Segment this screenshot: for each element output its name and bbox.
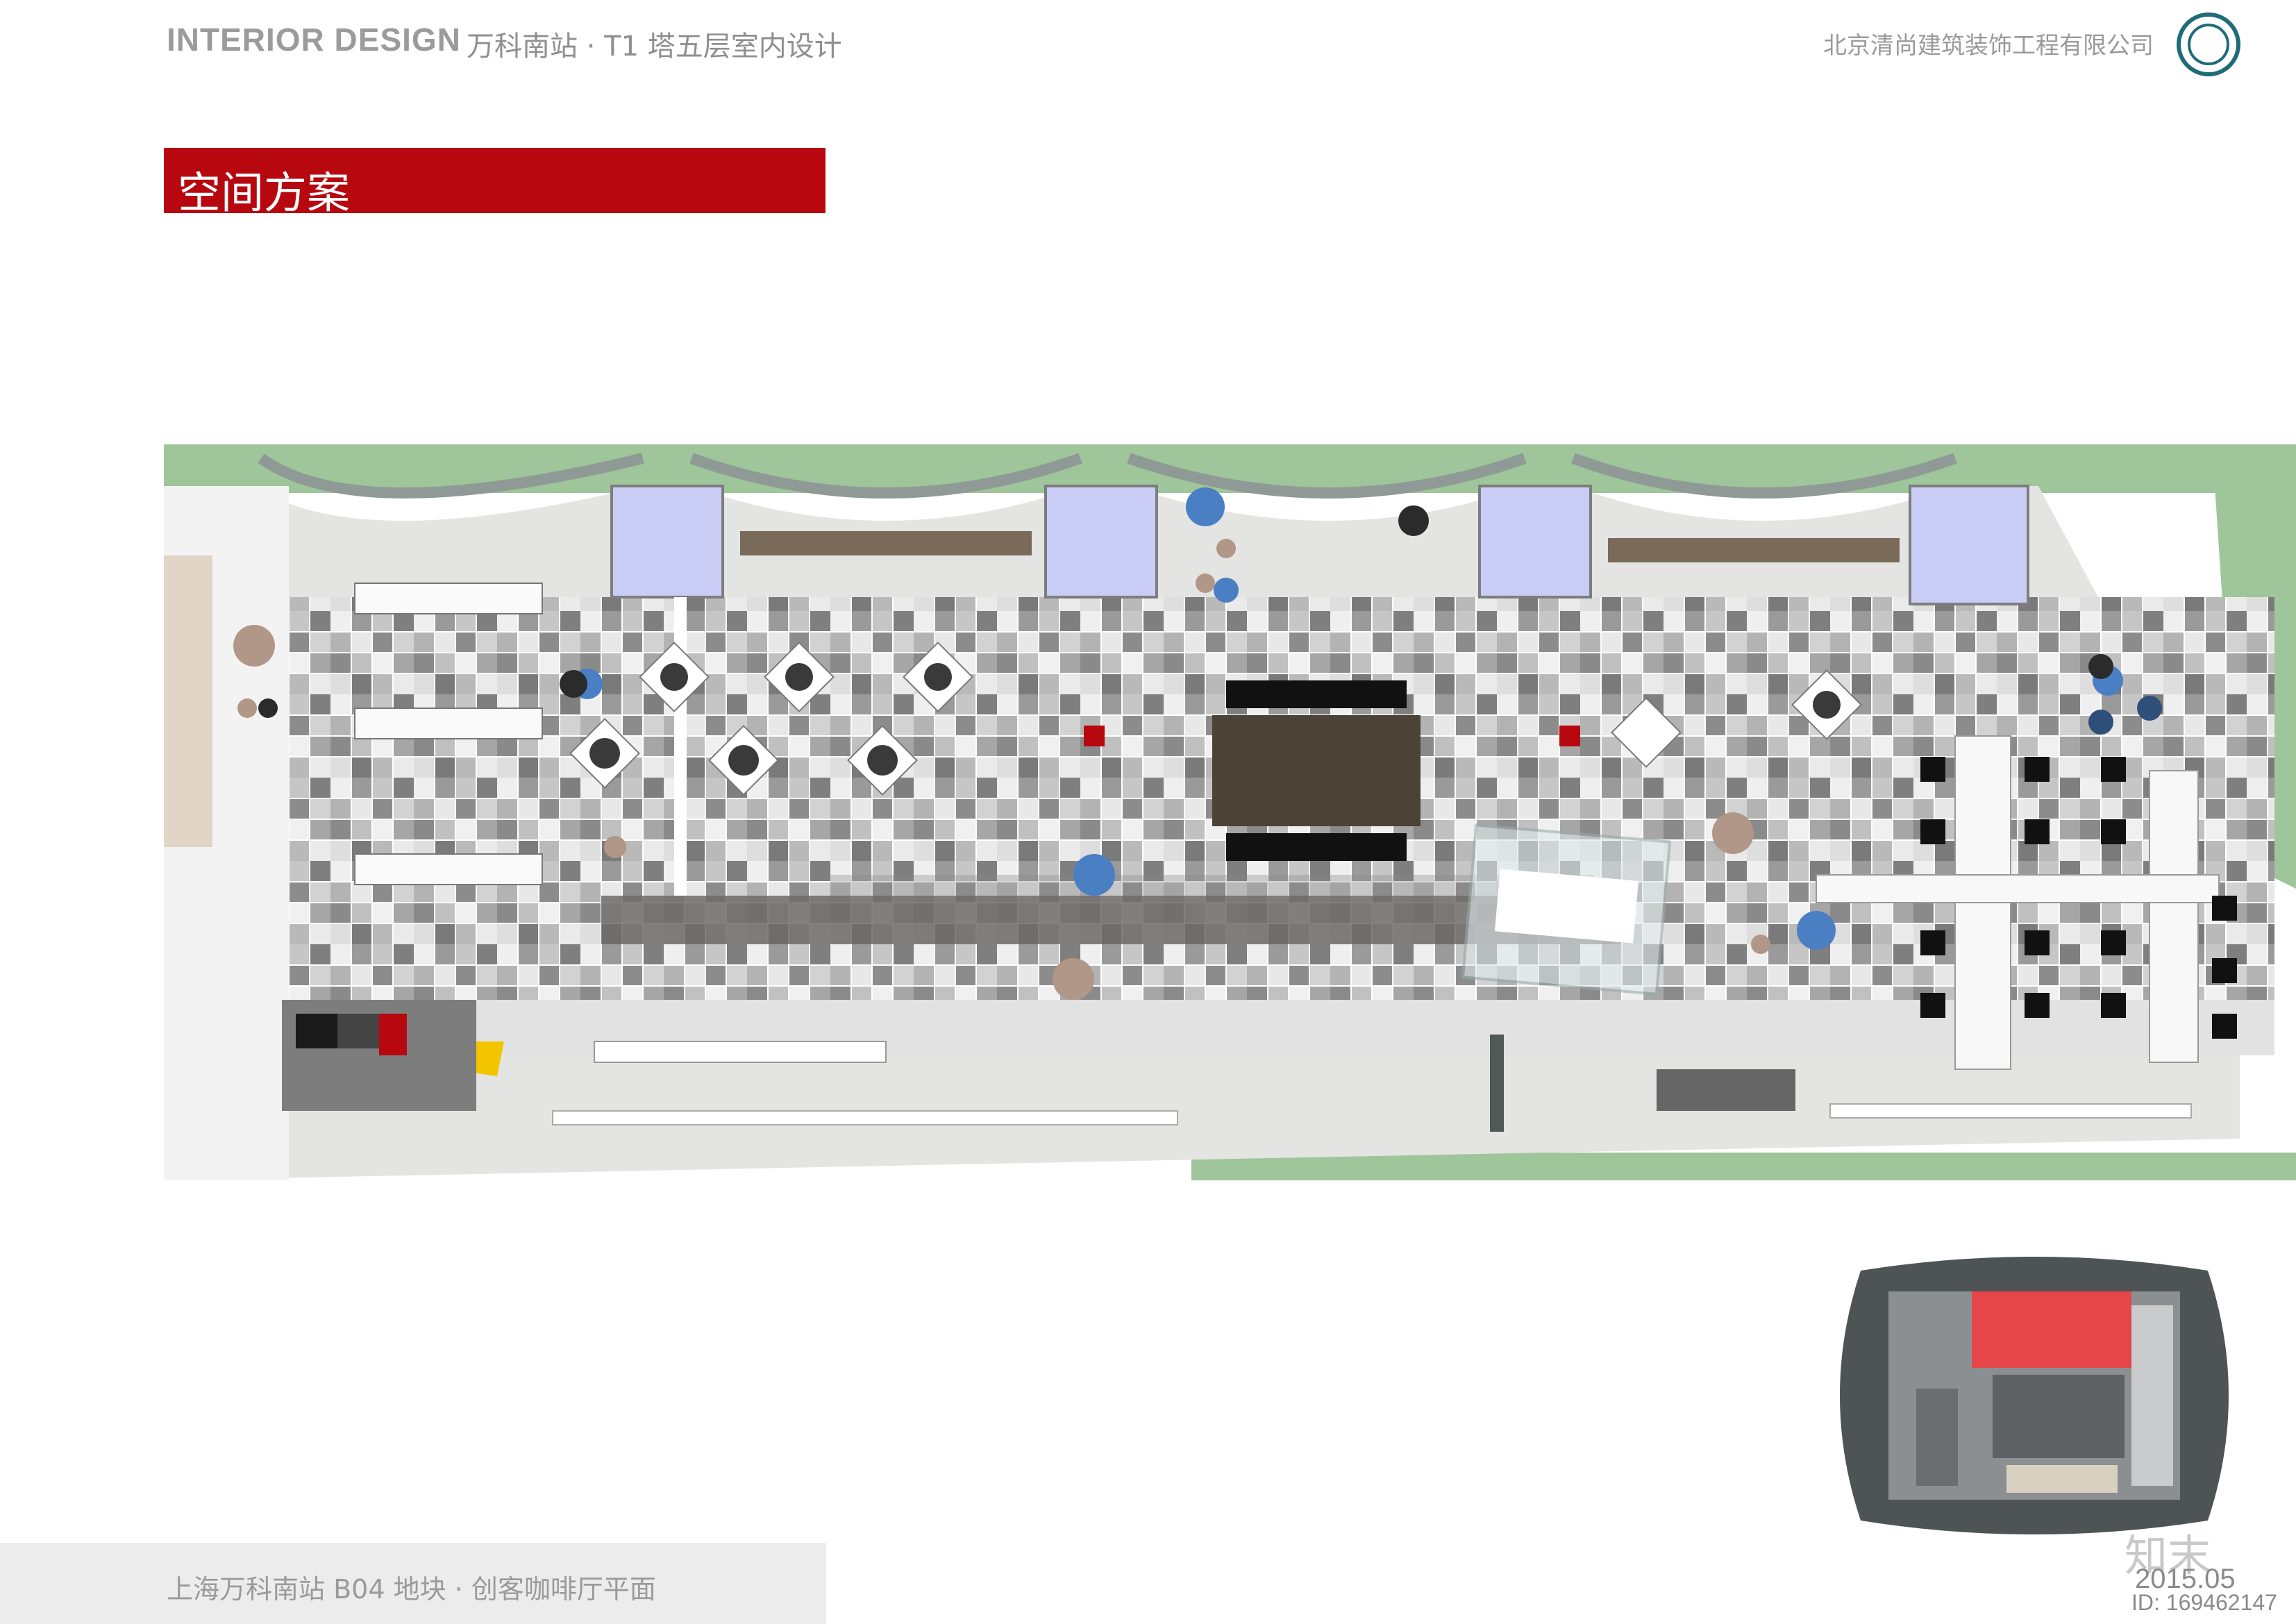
drawing-date: 2015.05 <box>2135 1564 2236 1594</box>
section-label: 空间方案 <box>178 167 351 218</box>
document-title: INTERIOR DESIGN <box>167 22 461 58</box>
section-banner: 空间方案 <box>164 148 826 218</box>
project-subtitle: 万科南站 · T1 塔五层室内设计 <box>467 31 842 62</box>
drawing-caption: 上海万科南站 B04 地块 · 创客咖啡厅平面 <box>167 1574 656 1605</box>
company-name: 北京清尚建筑装饰工程有限公司 <box>1823 32 2154 60</box>
company-logo-icon <box>2177 12 2240 76</box>
footer-bar <box>0 1543 826 1624</box>
image-id: ID: 169462147 <box>2131 1590 2277 1615</box>
watermark: 知末 <box>2125 1530 2211 1581</box>
key-plan <box>1840 1257 2229 1534</box>
floor-plan <box>164 444 2296 1180</box>
